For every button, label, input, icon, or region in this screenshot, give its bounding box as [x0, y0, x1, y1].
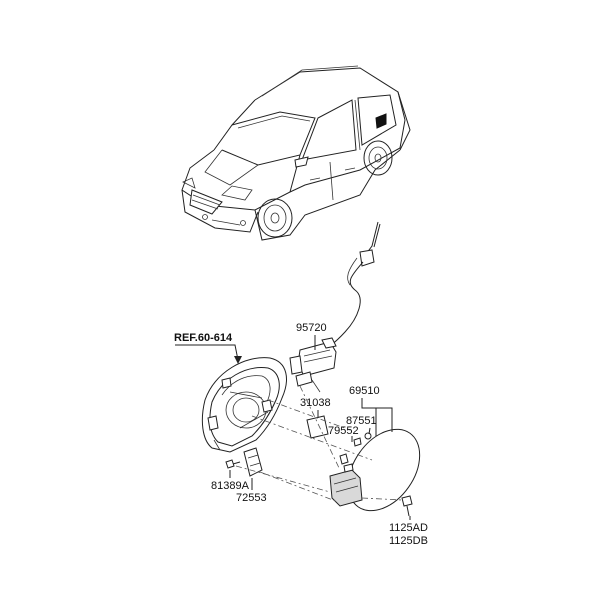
- ref-label: REF.60-614: [174, 332, 233, 344]
- label-95720: 95720: [296, 322, 327, 334]
- label-81389a: 81389A: [211, 480, 250, 492]
- filler-housing: [201, 357, 287, 453]
- bolt-right: [401, 495, 413, 517]
- part-labels: REF.60-614 95720 69510 31038 87551 79552…: [174, 322, 428, 547]
- lid-hinge: [329, 453, 363, 507]
- label-87551: 87551: [346, 415, 377, 427]
- bracket-plate: [306, 415, 329, 439]
- leader-lines: [175, 335, 411, 520]
- label-1125db: 1125DB: [389, 535, 428, 547]
- vehicle-illustration: [181, 65, 411, 241]
- small-clips: [353, 432, 372, 447]
- label-1125ad: 1125AD: [389, 522, 428, 534]
- label-31038: 31038: [300, 397, 331, 409]
- label-69510: 69510: [349, 385, 380, 397]
- label-72553: 72553: [236, 492, 267, 504]
- label-79552: 79552: [328, 425, 359, 437]
- latch-actuator: [289, 337, 337, 393]
- fuel-lid-door: [347, 428, 421, 512]
- release-cable: [324, 221, 381, 351]
- bolt-and-bracket-left: [225, 447, 263, 477]
